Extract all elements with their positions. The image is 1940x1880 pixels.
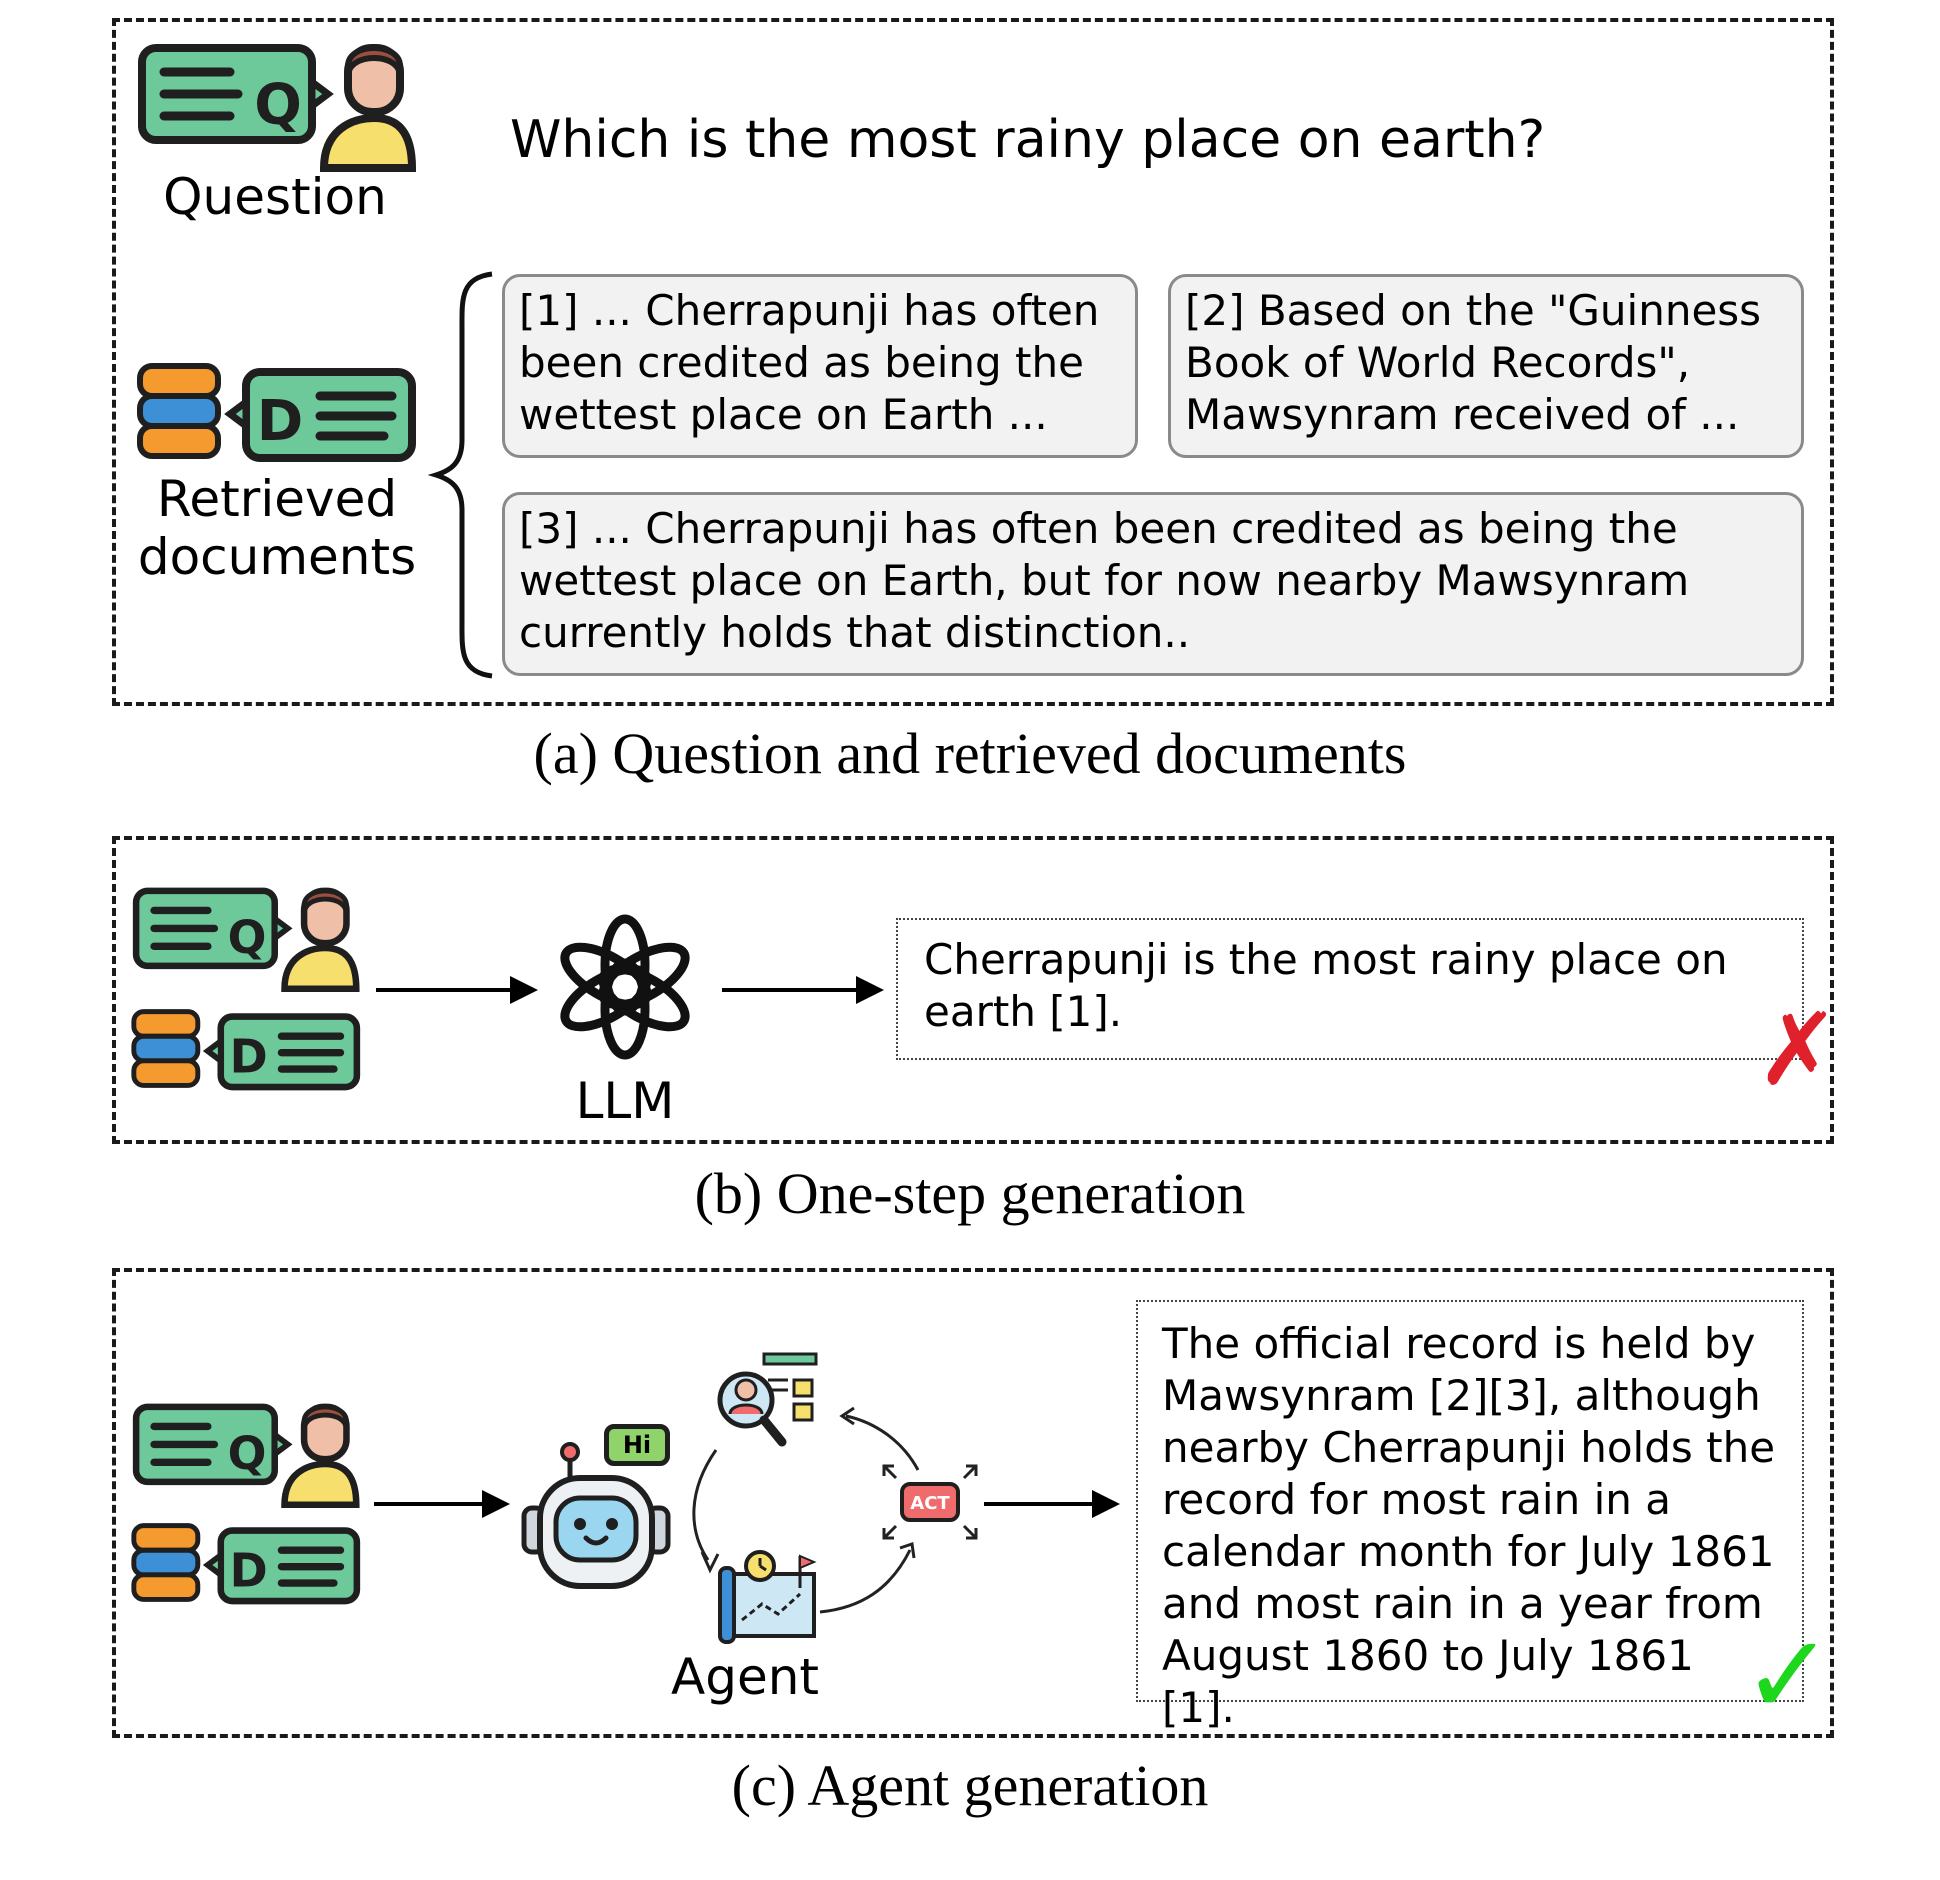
caption-c: (c) Agent generation [731, 1753, 1209, 1818]
agent-label: Agent [671, 1648, 819, 1706]
llm-logo-icon [560, 914, 690, 1060]
documents-icon-c-letter: D [230, 1543, 268, 1597]
caption-b: (b) One-step generation [694, 1161, 1246, 1226]
agent-search-icon [717, 1352, 818, 1447]
question-icon-b-letter: Q [228, 911, 267, 964]
panel-c-frame [112, 1268, 1834, 1738]
documents-icon-c: D [131, 1523, 361, 1605]
question-icon-letter: Q [254, 73, 302, 138]
question-label: Question [163, 168, 387, 226]
arrow-llm-to-answer [722, 976, 884, 1004]
documents-label: Retrieved documents [122, 470, 432, 586]
check-mark-icon: ✓ [1742, 1611, 1835, 1739]
documents-icon-letter: D [257, 389, 303, 454]
question-icon-b: Q [132, 887, 360, 992]
answer-box-b: Cherrapunji is the most rainy place on e… [896, 918, 1804, 1060]
documents-icon-b: D [131, 1009, 361, 1091]
document-card-3: [3] ... Cherrapunji has often been credi… [502, 492, 1804, 676]
cross-mark-icon: ✗ [1756, 991, 1840, 1108]
curly-brace [427, 271, 493, 679]
document-card-2: [2] Based on the "Guinness Book of World… [1168, 274, 1804, 458]
hi-speech-bubble: Hi [604, 1424, 670, 1466]
question-icon-c-letter: Q [228, 1427, 267, 1480]
panel-a-frame [112, 18, 1834, 706]
caption-a: (a) Question and retrieved documents [533, 721, 1407, 786]
arrow-agent-to-answer [984, 1490, 1120, 1518]
robot-icon [521, 1442, 671, 1589]
answer-box-c: The official record is held by Mawsynram… [1136, 1300, 1804, 1732]
documents-icon-b-letter: D [230, 1029, 268, 1083]
arrow-input-to-agent [374, 1490, 510, 1518]
question-icon-c: Q [132, 1403, 360, 1508]
act-label: ACT [910, 1493, 950, 1514]
panel-b-frame [112, 836, 1834, 1144]
arrow-input-to-llm [376, 976, 538, 1004]
documents-icon: D [137, 363, 416, 462]
agent-cycle-arrows [692, 1406, 920, 1614]
act-icon: ACT [882, 1464, 978, 1540]
documents-label-line1: Retrieved [156, 470, 398, 528]
llm-label: LLM [575, 1072, 675, 1130]
hi-speech-bubble-text: Hi [622, 1431, 652, 1459]
question-icon: Q [138, 44, 417, 172]
documents-label-line2: documents [137, 528, 417, 586]
document-card-1: [1] ... Cherrapunji has often been credi… [502, 274, 1138, 458]
agent-map-icon [718, 1550, 817, 1644]
question-text: Which is the most rainy place on earth? [510, 110, 1546, 170]
